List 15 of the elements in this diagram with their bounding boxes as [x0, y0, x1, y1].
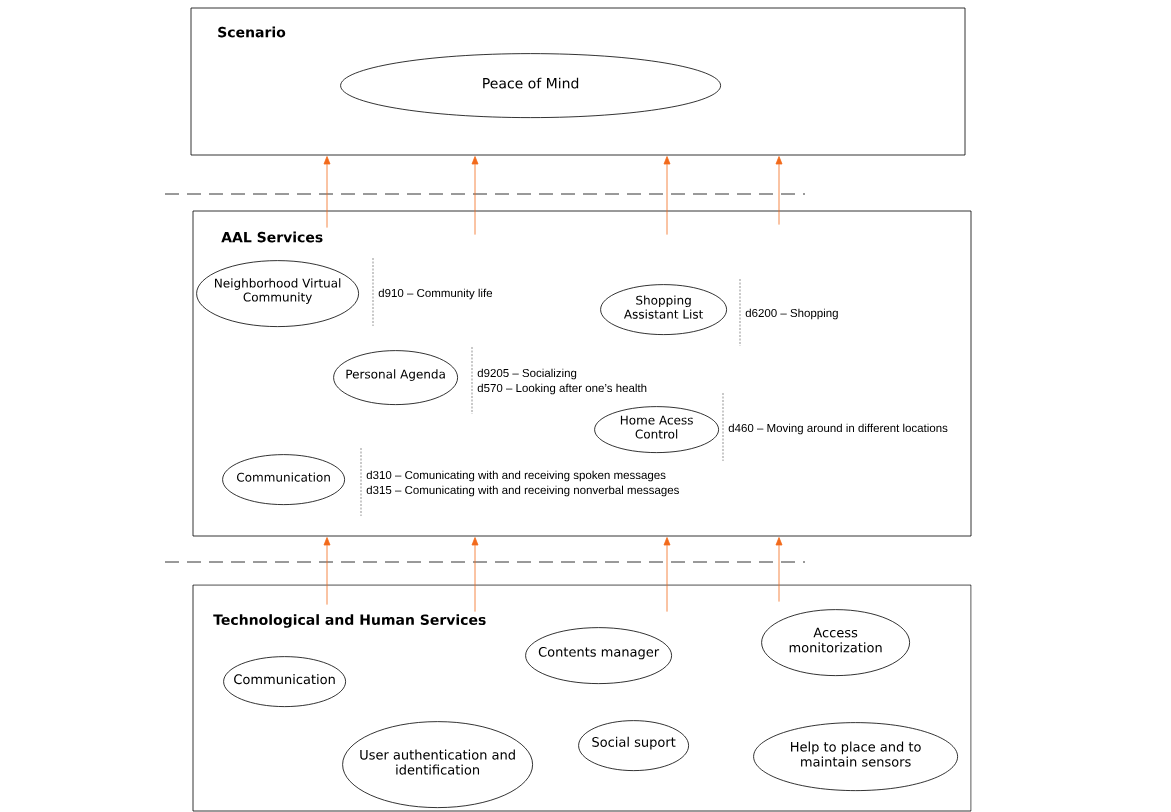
arrow — [471, 537, 479, 612]
code-label: d310 – Comunicating with and receiving spoken messages — [366, 470, 666, 482]
code-label: d570 – Looking after one’s health — [477, 383, 647, 395]
arrow — [775, 156, 783, 225]
code-label: d910 – Community life — [378, 288, 493, 300]
code-label: d460 – Moving around in different locations — [728, 423, 948, 435]
arrow — [323, 156, 331, 228]
arrow — [663, 537, 671, 612]
arrow — [663, 156, 671, 235]
code-label: d9205 – Socializing — [477, 368, 577, 380]
arrow — [775, 537, 783, 602]
arrow — [323, 537, 331, 605]
code-label: d6200 – Shopping — [745, 308, 838, 320]
code-label: d315 – Comunicating with and receiving nonverbal messages — [366, 485, 679, 497]
arrow — [471, 156, 479, 235]
